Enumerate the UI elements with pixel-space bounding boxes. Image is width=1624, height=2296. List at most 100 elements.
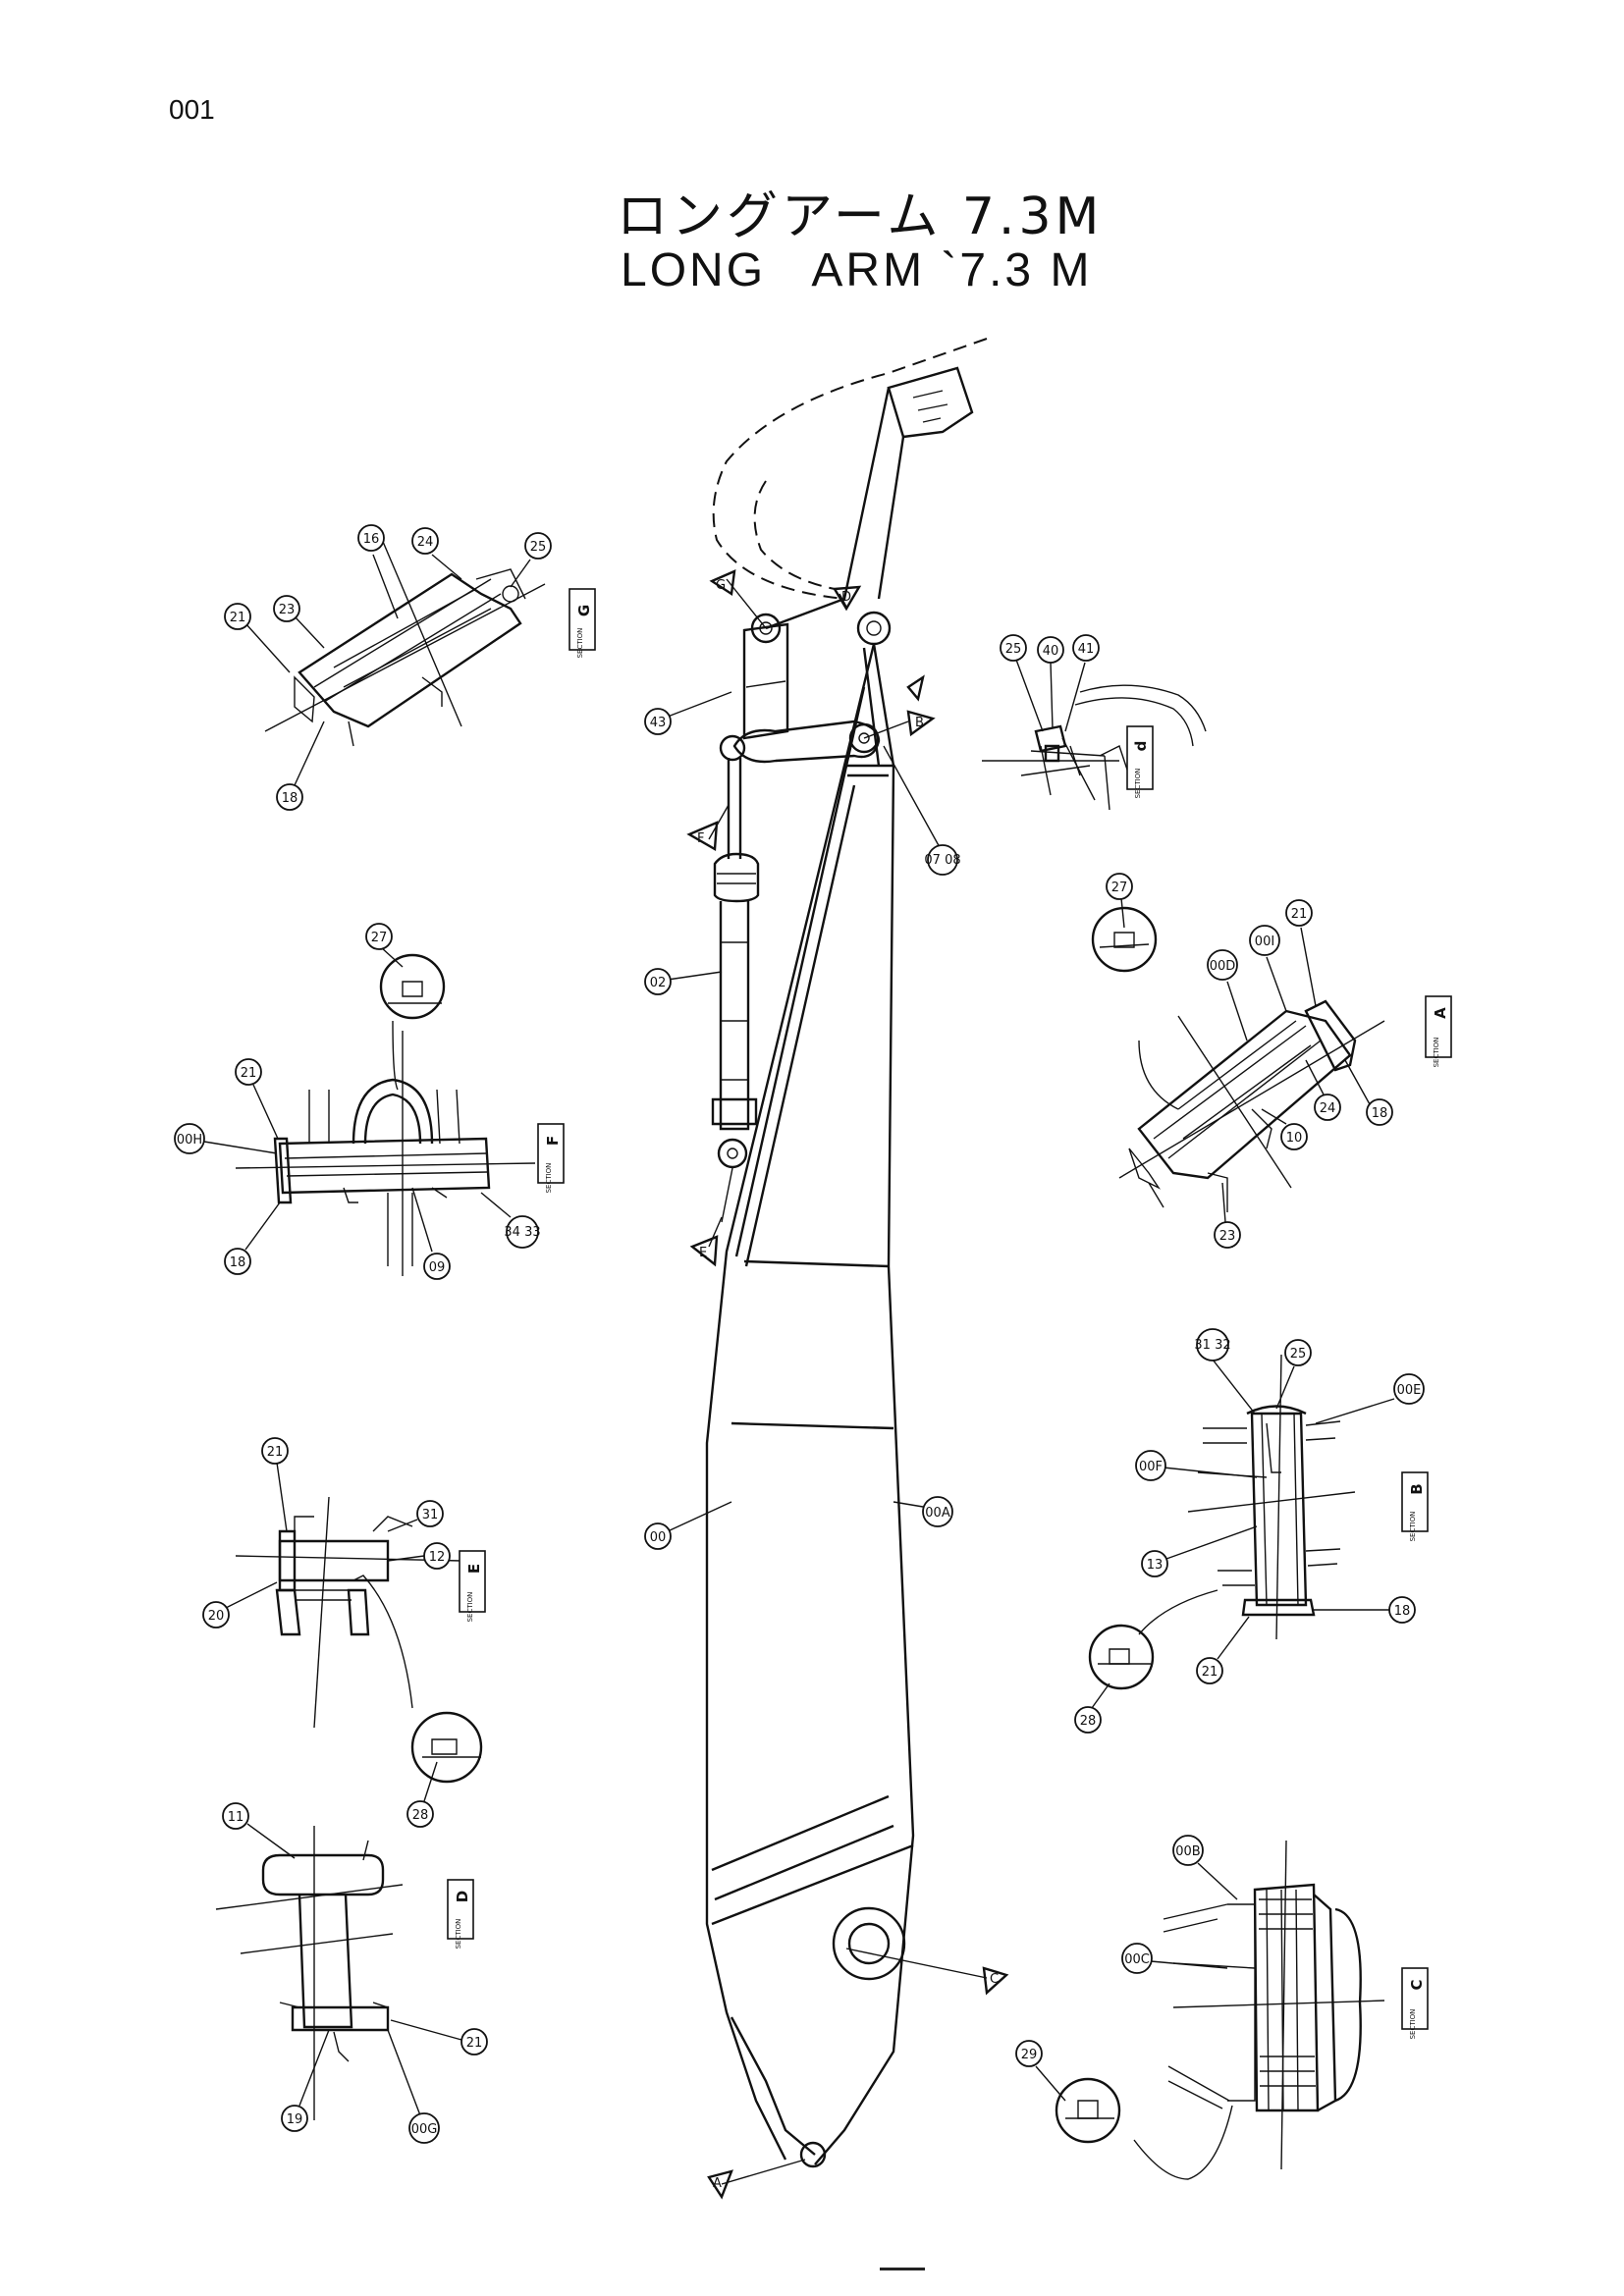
callout-11-d: 11: [222, 1802, 296, 1859]
callout-23-a: 23: [1214, 1182, 1241, 1249]
svg-text:18: 18: [230, 1255, 246, 1270]
section-d-label: SECTION d: [1126, 725, 1154, 798]
svg-text:E: E: [465, 1564, 483, 1574]
callout-00d-a: 00D: [1207, 949, 1248, 1041]
svg-text:31 32: 31 32: [1194, 1338, 1230, 1353]
callout-18-f: 18: [224, 1201, 281, 1275]
section-d-small-detail: [982, 684, 1207, 811]
svg-text:C: C: [1408, 1979, 1426, 1990]
callout-00g-d: 00G: [387, 2029, 440, 2144]
svg-text:B: B: [1408, 1483, 1426, 1494]
callout-25-b: 25: [1275, 1339, 1312, 1410]
svg-text:11: 11: [228, 1810, 244, 1825]
callout-27-a: 27: [1106, 873, 1133, 929]
svg-text:25: 25: [1290, 1347, 1307, 1362]
svg-text:12: 12: [429, 1550, 446, 1565]
main-arm: [705, 338, 988, 2185]
callout-41-d: 41: [1064, 634, 1100, 732]
svg-text:E: E: [699, 1246, 707, 1260]
svg-text:20: 20: [208, 1609, 225, 1624]
svg-text:07 08: 07 08: [924, 853, 960, 868]
svg-text:02: 02: [650, 976, 667, 990]
svg-text:A: A: [1432, 1007, 1449, 1019]
svg-text:27: 27: [1111, 881, 1128, 895]
callout-00-main: 00: [644, 1501, 732, 1550]
svg-text:SECTION: SECTION: [545, 1163, 553, 1194]
callout-00a-main: 00A: [893, 1496, 953, 1527]
view-arrow-a: A: [707, 2169, 733, 2200]
callout-29-c: 29: [1015, 2040, 1066, 2102]
callout-27-f: 27: [365, 923, 404, 968]
svg-text:19: 19: [287, 2112, 303, 2127]
svg-text:F: F: [697, 831, 704, 846]
callout-28-e: 28: [406, 1761, 438, 1828]
section-g-detail: [264, 529, 546, 747]
svg-text:27: 27: [371, 931, 388, 945]
view-arrow-b: B: [863, 710, 936, 739]
svg-text:SECTION: SECTION: [466, 1592, 474, 1623]
callout-3433-f: 34 33: [480, 1192, 541, 1249]
callout-10-a: 10: [1261, 1108, 1308, 1150]
svg-text:D: D: [841, 590, 851, 605]
svg-text:31: 31: [422, 1508, 439, 1522]
callout-23-g: 23: [273, 595, 325, 649]
svg-text:28: 28: [1080, 1714, 1097, 1729]
callout-24-a: 24: [1305, 1059, 1341, 1121]
svg-text:C: C: [990, 1972, 999, 1987]
svg-text:G: G: [575, 605, 593, 616]
callout-18-b: 18: [1314, 1596, 1416, 1624]
svg-text:SECTION: SECTION: [576, 628, 584, 659]
svg-text:00G: 00G: [411, 2122, 438, 2137]
section-a-detail: [1091, 906, 1385, 1212]
svg-text:10: 10: [1286, 1131, 1303, 1146]
section-e-label: SECTION E: [459, 1550, 486, 1623]
svg-text:28: 28: [412, 1808, 429, 1823]
arm-tip-arrow: [906, 674, 925, 702]
view-arrow-g: G: [709, 569, 767, 629]
callout-13-b: 13: [1141, 1525, 1258, 1577]
svg-text:21: 21: [1202, 1665, 1218, 1680]
callout-25-d: 25: [1000, 634, 1044, 732]
svg-text:18: 18: [282, 791, 298, 806]
callout-19-d: 19: [281, 2029, 330, 2132]
section-b-label: SECTION B: [1401, 1471, 1429, 1541]
callout-00i-a: 00I: [1249, 925, 1287, 1012]
callout-21-e: 21: [261, 1437, 289, 1532]
callout-28-b: 28: [1074, 1682, 1110, 1734]
callout-3132-b: 31 32: [1194, 1328, 1256, 1415]
callout-16-g: 16: [357, 524, 399, 619]
callout-21-g: 21: [224, 603, 291, 673]
svg-text:13: 13: [1147, 1558, 1164, 1573]
svg-text:00D: 00D: [1210, 959, 1236, 974]
svg-text:23: 23: [279, 603, 296, 617]
callout-40-d: 40: [1037, 636, 1064, 729]
svg-text:F: F: [544, 1136, 562, 1146]
section-e-detail: [235, 1496, 483, 1784]
section-f-label: SECTION F: [537, 1123, 565, 1194]
callout-21-a: 21: [1285, 899, 1317, 1007]
svg-text:25: 25: [1005, 642, 1022, 657]
view-arrow-d: D: [832, 585, 862, 612]
svg-text:00: 00: [650, 1530, 667, 1545]
callout-21-b: 21: [1196, 1616, 1250, 1684]
svg-text:B: B: [915, 716, 924, 730]
callout-25-g: 25: [510, 532, 552, 588]
section-b-detail: [1088, 1354, 1356, 1690]
svg-text:00B: 00B: [1175, 1844, 1200, 1859]
section-g-label: SECTION G: [568, 588, 596, 659]
callout-00f-b: 00F: [1135, 1450, 1258, 1481]
svg-text:00I: 00I: [1255, 934, 1274, 949]
view-arrow-f-bottom: E: [689, 1216, 723, 1267]
svg-text:21: 21: [1291, 907, 1308, 922]
svg-text:24: 24: [417, 535, 434, 550]
svg-text:A: A: [713, 2176, 722, 2191]
section-c-detail: [1055, 1840, 1385, 2180]
callout-43: 43: [644, 691, 732, 735]
svg-text:SECTION: SECTION: [1409, 2009, 1417, 2040]
section-a-label: SECTION A: [1425, 995, 1452, 1067]
callout-12-e: 12: [387, 1542, 451, 1570]
callout-24-g: 24: [411, 527, 462, 580]
svg-text:16: 16: [363, 532, 380, 547]
section-dd-label: SECTION D: [447, 1879, 474, 1949]
